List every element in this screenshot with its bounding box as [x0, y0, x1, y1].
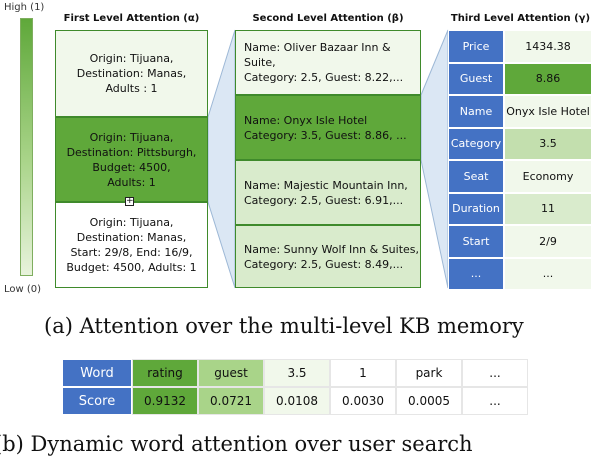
first-level-title: First Level Attention (α)	[63, 13, 200, 24]
expand-plus-icon: +	[125, 196, 134, 206]
word-cell: 1	[330, 359, 396, 387]
caption-b: (b) Dynamic word attention over user sea…	[0, 432, 473, 456]
attribute-key-cell: ...	[448, 257, 504, 290]
second-level-title: Second Level Attention (β)	[252, 13, 404, 24]
attribute-key-cell: Guest	[448, 62, 504, 95]
box-text-line: Adults : 1	[105, 82, 158, 95]
attribute-key-cell: Seat	[448, 160, 504, 193]
first-level-box: Origin: Tijuana, Destination: Manas, Start…	[55, 202, 208, 288]
second-level-box-text: Name: Majestic Mountain Inn,Category: 2.…	[244, 178, 408, 208]
first-level-box-text: Origin: Tijuana,Destination: Pittsburgh,…	[67, 130, 197, 190]
box-text-line: Name: Sunny Wolf Inn & Suites,	[244, 242, 420, 256]
second-level-box-text: Name: Sunny Wolf Inn & Suites,Category: …	[244, 242, 419, 272]
score-cell: 0.0030	[330, 387, 396, 415]
score-cell: 0.9132	[132, 387, 198, 415]
attribute-value-cell: 11	[504, 192, 592, 225]
box-text-line: Origin: Tijuana,	[89, 216, 174, 229]
word-cell: 3.5	[264, 359, 330, 387]
word-cell: guest	[198, 359, 264, 387]
box-text-line: Name: Majestic Mountain Inn,	[244, 178, 408, 192]
attention-scale-bar	[20, 18, 33, 276]
box-text-line: Destination: Manas,	[76, 67, 187, 80]
attribute-key-cell: Name	[448, 95, 504, 128]
second-level-box: Name: Majestic Mountain Inn,Category: 2.…	[235, 160, 421, 225]
scale-high-label: High (1)	[4, 2, 45, 13]
attribute-value-cell: ...	[504, 257, 592, 290]
word-table-row-label: Score	[62, 387, 132, 415]
scale-low-label: Low (0)	[4, 284, 42, 295]
box-text-line: Name: Oliver Bazaar Inn & Suite,	[244, 41, 391, 69]
score-cell: 0.0721	[198, 387, 264, 415]
attribute-key-cell: Category	[448, 127, 504, 160]
word-cell: ...	[462, 359, 528, 387]
attribute-key-cell: Duration	[448, 192, 504, 225]
box-text-line: Adults: 1	[107, 175, 156, 189]
box-text-line: Name: Onyx Isle Hotel	[244, 113, 368, 127]
word-cell: rating	[132, 359, 198, 387]
score-cell: ...	[462, 387, 528, 415]
attribute-value-cell: Economy	[504, 160, 592, 193]
caption-a: (a) Attention over the multi-level KB me…	[44, 314, 524, 338]
box-text-line: Budget: 4500, Adults: 1	[66, 261, 197, 274]
connector-lines	[207, 29, 449, 289]
first-level-box-text: Origin: Tijuana, Destination: Manas, Adult…	[77, 51, 187, 96]
attribute-value-cell: 8.86	[504, 62, 592, 95]
third-level-title: Third Level Attention (γ)	[450, 13, 591, 24]
box-text-line: Budget: 4500,	[92, 160, 171, 174]
attribute-value-cell: 2/9	[504, 225, 592, 258]
attribute-value-cell: 1434.38	[504, 30, 592, 63]
attribute-value-cell: Onyx Isle Hotel	[504, 95, 592, 128]
box-text-line: Category: 2.5, Guest: 6.91,...	[244, 193, 404, 207]
first-level-box-text: Origin: Tijuana, Destination: Manas, Start…	[66, 215, 196, 275]
attribute-key-cell: Start	[448, 225, 504, 258]
box-text-line: Origin: Tijuana,	[89, 130, 174, 144]
attribute-key-cell: Price	[448, 30, 504, 63]
box-text-line: Origin: Tijuana,	[89, 52, 174, 65]
second-level-box: Name: Oliver Bazaar Inn & Suite, Category…	[235, 30, 421, 95]
word-cell: park	[396, 359, 462, 387]
second-level-box: Name: Sunny Wolf Inn & Suites,Category: …	[235, 225, 421, 288]
box-text-line: Start: 29/8, End: 16/9,	[70, 246, 193, 259]
box-text-line: Category: 3.5, Guest: 8.86, ...	[244, 128, 407, 142]
score-cell: 0.0005	[396, 387, 462, 415]
box-text-line: Category: 2.5, Guest: 8.49,...	[244, 257, 404, 271]
attribute-value-cell: 3.5	[504, 127, 592, 160]
score-cell: 0.0108	[264, 387, 330, 415]
word-table-row-label: Word	[62, 359, 132, 387]
box-text-line: Destination: Manas,	[76, 231, 187, 244]
first-level-box: Origin: Tijuana, Destination: Manas, Adult…	[55, 30, 208, 117]
box-text-line: Category: 2.5, Guest: 8.22,...	[244, 71, 404, 84]
first-level-box: Origin: Tijuana,Destination: Pittsburgh,…	[55, 117, 208, 202]
box-text-line: Destination: Pittsburgh,	[66, 145, 197, 159]
second-level-box-text: Name: Oliver Bazaar Inn & Suite, Category…	[244, 40, 420, 85]
